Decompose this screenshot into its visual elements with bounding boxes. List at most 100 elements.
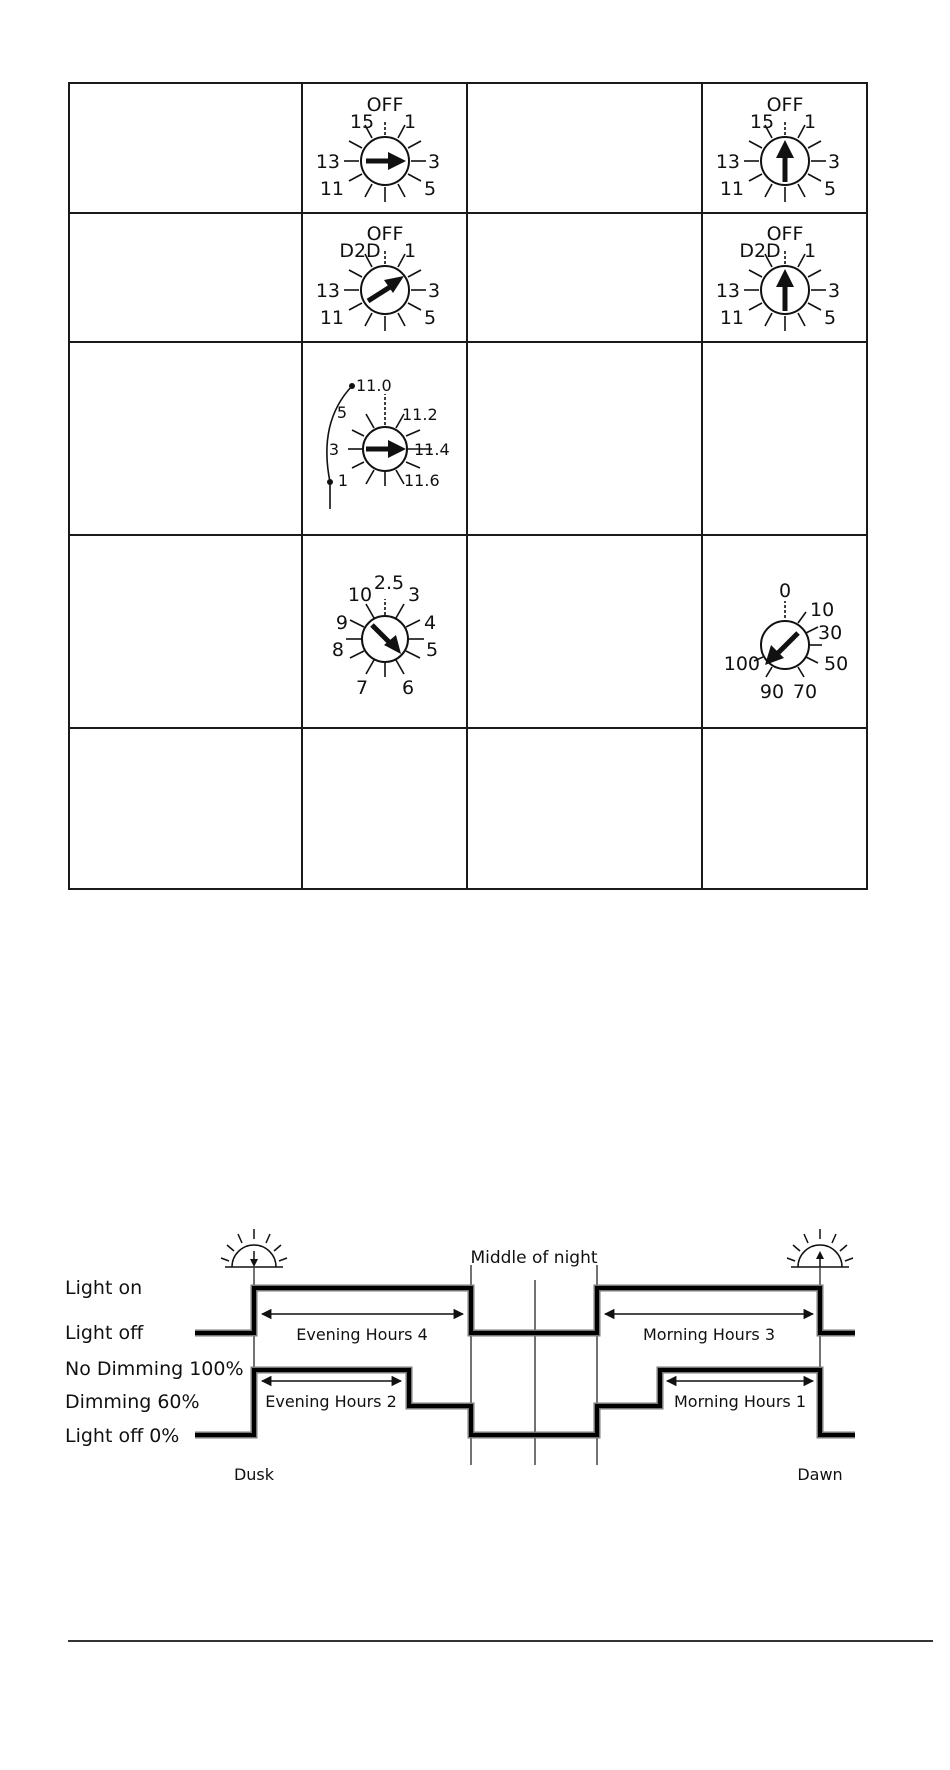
dial-label: 6: [401, 677, 413, 699]
dial-label: 4: [424, 612, 436, 634]
table-cell: OFF 15 1 13 3 11 5: [701, 82, 868, 214]
table-cell: [68, 341, 303, 536]
table-row: OFF 15 1 13 3 11 5: [68, 82, 868, 214]
dial-label: 11: [719, 178, 743, 200]
dial-label: 11.0: [356, 376, 392, 395]
table-cell: [68, 82, 303, 214]
dial-label: 10: [810, 599, 834, 621]
sun-icon: [786, 1229, 854, 1268]
dial-label: 1: [337, 471, 347, 490]
table-cell: [68, 212, 303, 343]
table-row: OFF D2D 1 13 3 11 5: [68, 212, 868, 343]
dial-label: OFF: [766, 94, 803, 116]
table-row: [68, 727, 868, 890]
table-cell: OFF 15 1 13 3 11 5: [301, 82, 468, 214]
timing-diagram: Light on Light off No Dimming 100% Dimmi…: [65, 1229, 855, 1484]
table-cell: [701, 727, 868, 890]
dial-label: OFF: [366, 94, 403, 116]
dial-label: 11.2: [402, 405, 438, 424]
dial-label: 50: [824, 653, 848, 675]
dial-label: 3: [828, 280, 840, 302]
dial-label: 90: [759, 681, 783, 703]
table-cell: [466, 534, 703, 729]
dial-label: 13: [715, 280, 739, 302]
dial-label: OFF: [766, 223, 803, 245]
table-row: 11.0 5 11.2 3 11.4 1 11.6: [68, 341, 868, 536]
dial-label: 3: [428, 280, 440, 302]
sunrise-arrow-icon: [816, 1251, 824, 1259]
dial-label: 1: [403, 240, 415, 262]
row-label-light-off-0: Light off 0%: [65, 1425, 179, 1447]
footer-divider: [68, 1640, 933, 1642]
table-cell: 2.5 10 3 9 4 8 5 7 6: [301, 534, 468, 729]
dial-label: 11.4: [414, 440, 450, 459]
table-cell: 0 10 30 100 50 90 70: [701, 534, 868, 729]
dial-label: 13: [715, 151, 739, 173]
row-label-no-dimming: No Dimming 100%: [65, 1358, 244, 1380]
table-cell: OFF D2D 1 13 3 11 5: [701, 212, 868, 343]
dial-label: 1: [803, 111, 815, 133]
dial-label: 7: [355, 677, 367, 699]
morning-hours-3-label: Morning Hours 3: [643, 1325, 775, 1344]
dial-label: 1: [803, 240, 815, 262]
table-cell: [466, 727, 703, 890]
dial-label: 5: [426, 639, 438, 661]
dial-label: 30: [818, 622, 842, 644]
dial-label: 8: [331, 639, 343, 661]
dial-label: 100: [723, 653, 759, 675]
dial-label: 5: [424, 178, 436, 200]
dial-label: 3: [328, 440, 338, 459]
dimming-dial: 0 10 30 100 50 90 70: [723, 580, 848, 703]
dial-label: 11: [319, 307, 343, 329]
dial-label: 10: [347, 584, 371, 606]
evening-hours-4-label: Evening Hours 4: [296, 1325, 428, 1344]
table-row: 2.5 10 3 9 4 8 5 7 6: [68, 534, 868, 729]
sunset-arrow-icon: [250, 1259, 258, 1267]
row-label-dimming: Dimming 60%: [65, 1391, 200, 1413]
timer-dial: OFF 15 1 13 3 11 5: [315, 94, 440, 202]
dial-label: 15: [349, 111, 373, 133]
table-cell: [68, 534, 303, 729]
dial-label: 15: [749, 111, 773, 133]
dial-label: 2.5: [373, 572, 403, 594]
dial-label: 5: [424, 307, 436, 329]
dial-label: 13: [315, 151, 339, 173]
table-cell: [301, 727, 468, 890]
timer-dial: OFF 15 1 13 3 11 5: [715, 94, 840, 202]
dial-label: 3: [428, 151, 440, 173]
dial-label: 3: [828, 151, 840, 173]
timer-dial: OFF D2D 1 13 3 11 5: [315, 223, 440, 331]
dial-label: 5: [824, 178, 836, 200]
row-label-light-off: Light off: [65, 1322, 144, 1344]
row-label-light-on: Light on: [65, 1277, 142, 1299]
dial-label: 1: [403, 111, 415, 133]
dial-label: 5: [824, 307, 836, 329]
dawn-label: Dawn: [797, 1465, 842, 1484]
evening-hours-2-label: Evening Hours 2: [265, 1392, 397, 1411]
table-cell: 11.0 5 11.2 3 11.4 1 11.6: [301, 341, 468, 536]
dial-label: D2D: [739, 240, 780, 262]
dial-label: 0: [778, 580, 790, 602]
dial-label: 11: [719, 307, 743, 329]
dial-settings-table: OFF 15 1 13 3 11 5: [68, 82, 868, 890]
morning-hours-1-label: Morning Hours 1: [674, 1392, 806, 1411]
timer-dial: 11.0 5 11.2 3 11.4 1 11.6: [325, 376, 450, 509]
dial-label: 70: [792, 681, 816, 703]
dial-label: 3: [407, 584, 419, 606]
timer-dial: 2.5 10 3 9 4 8 5 7 6: [331, 572, 438, 699]
timer-dial: OFF D2D 1 13 3 11 5: [715, 223, 840, 331]
dial-label: 13: [315, 280, 339, 302]
dial-label: 9: [335, 612, 347, 634]
dial-label: OFF: [366, 223, 403, 245]
table-cell: [68, 727, 303, 890]
dial-label: 11.6: [404, 471, 440, 490]
dusk-label: Dusk: [234, 1465, 275, 1484]
table-cell: OFF D2D 1 13 3 11 5: [301, 212, 468, 343]
dial-label: 5: [336, 403, 346, 422]
table-cell: [466, 341, 703, 536]
table-cell: [701, 341, 868, 536]
dial-label: D2D: [339, 240, 380, 262]
table-cell: [466, 212, 703, 343]
dial-label: 11: [319, 178, 343, 200]
middle-of-night-label: Middle of night: [470, 1248, 597, 1268]
